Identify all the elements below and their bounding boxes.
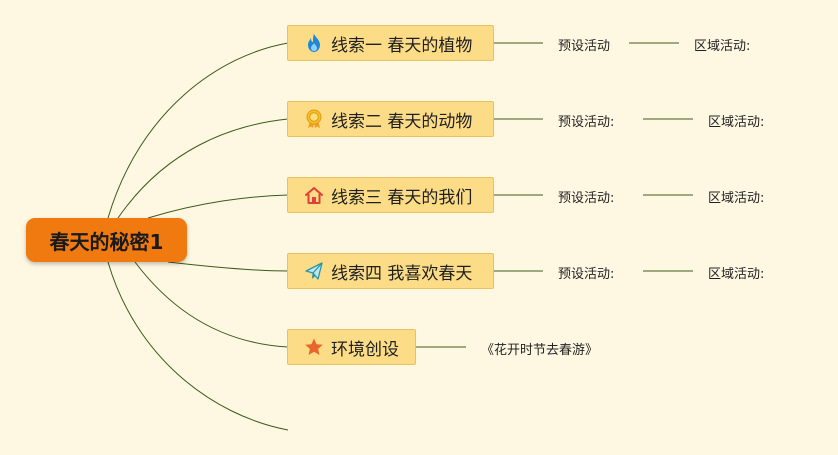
topic-clue-animals-label: 线索二 春天的动物 — [331, 111, 473, 132]
topic-environment-label: 环境创设 — [331, 339, 399, 360]
medal-icon — [306, 109, 322, 128]
area-activity-label-4[interactable]: 区域活动: — [708, 267, 765, 282]
topic-clue-animals[interactable]: 线索二 春天的动物 — [287, 101, 494, 137]
environment-note[interactable]: 《花开时节去春游》 — [481, 343, 599, 358]
topic-clue-plants-label: 线索一 春天的植物 — [331, 35, 473, 56]
topic-clue-love-spring-label: 线索四 我喜欢春天 — [331, 263, 473, 284]
preset-activity-label-4[interactable]: 预设活动: — [558, 267, 615, 282]
preset-activity-label-2[interactable]: 预设活动: — [558, 115, 615, 130]
preset-activity-label-3[interactable]: 预设活动: — [558, 191, 615, 206]
flame-icon — [308, 34, 320, 52]
connector-root-branch-2 — [117, 118, 289, 219]
area-activity-label-1[interactable]: 区域活动: — [694, 39, 751, 54]
connector-root-branch-4 — [167, 261, 289, 272]
area-activity-label-3[interactable]: 区域活动: — [708, 191, 765, 206]
paper-plane-icon — [305, 262, 323, 280]
connector-root-branch-1 — [107, 42, 289, 219]
connector-root-empty-branch — [107, 261, 289, 431]
connector-root-branch-5 — [134, 261, 289, 348]
root-topic-label: 春天的秘密1 — [49, 229, 164, 254]
topic-clue-us-label: 线索三 春天的我们 — [331, 187, 473, 208]
topic-clue-plants[interactable]: 线索一 春天的植物 — [287, 25, 494, 61]
star-icon — [305, 338, 323, 355]
root-topic[interactable]: 春天的秘密1 — [26, 218, 187, 262]
topic-environment[interactable]: 环境创设 — [287, 329, 416, 365]
connector-root-branch-3 — [147, 194, 289, 219]
area-activity-label-2[interactable]: 区域活动: — [708, 115, 765, 130]
topic-clue-love-spring[interactable]: 线索四 我喜欢春天 — [287, 253, 494, 289]
topic-clue-us[interactable]: 线索三 春天的我们 — [287, 177, 494, 213]
home-icon — [305, 187, 323, 204]
preset-activity-label-1[interactable]: 预设活动 — [558, 39, 611, 54]
